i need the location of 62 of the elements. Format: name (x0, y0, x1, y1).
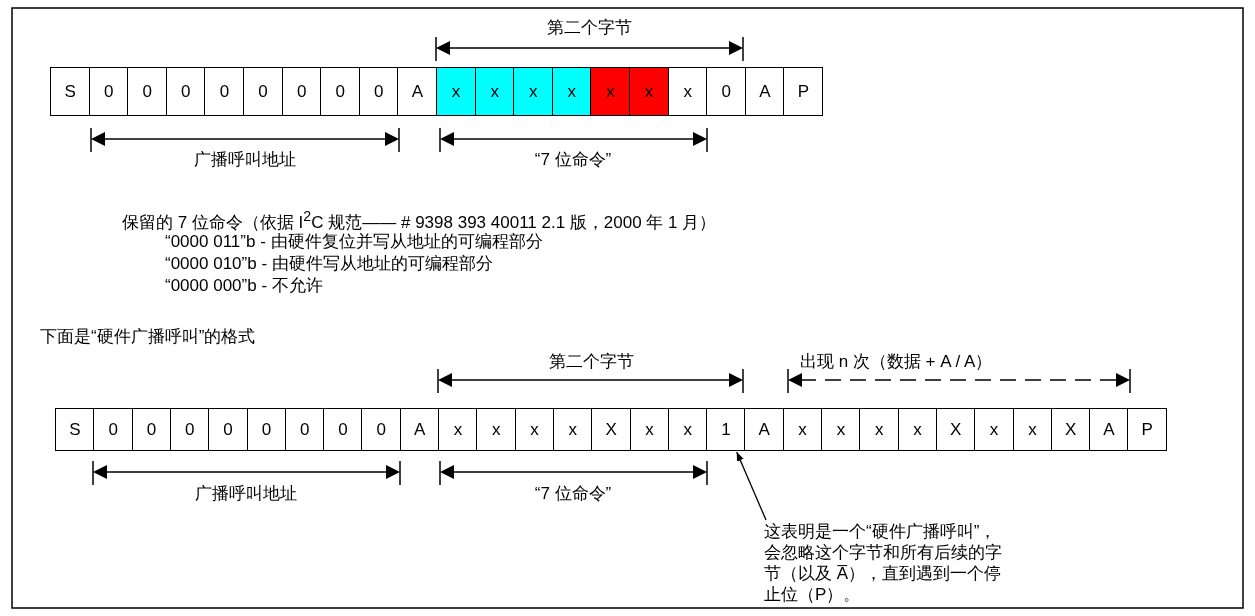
bit-cell: x (974, 408, 1014, 451)
bit-cell: S (55, 408, 95, 451)
bit-cell: A (744, 67, 785, 116)
bit-cell: 0 (243, 67, 284, 116)
bit-cell: x (859, 408, 900, 451)
bit-cell: 0 (127, 67, 168, 116)
bit-cell: x (514, 408, 555, 451)
bit-cell: 0 (204, 67, 245, 116)
bit-cell: S (50, 67, 91, 116)
bit-cell: P (783, 67, 824, 116)
bit-cell: x (629, 67, 670, 116)
bit-cell: 0 (323, 408, 363, 451)
note-text: “0000 011”b - 由硬件复位并写从地址的可编程部分 (165, 232, 543, 252)
bit-cell: 0 (320, 67, 361, 116)
bit-cell: 0 (131, 408, 172, 451)
bit-cell: x (438, 408, 478, 451)
bit-cell: x (590, 67, 631, 116)
bit-cell: x (667, 67, 708, 116)
bit-cell: A (1089, 408, 1129, 451)
bit-cell: 0 (246, 408, 287, 451)
note-text: “0000 010”b - 由硬件写从地址的可编程部分 (165, 254, 493, 274)
note-text: “0000 000”b - 不允许 (165, 276, 323, 296)
bit-cell: x (629, 408, 670, 451)
bit-cell: 0 (208, 408, 248, 451)
bit-cell: A (399, 408, 440, 451)
bit-cell: X (1050, 408, 1091, 451)
bit-cell: 1 (706, 408, 746, 451)
heading-text: 下面是“硬件广播呼叫”的格式 (40, 327, 256, 347)
bit-cell: x (552, 408, 593, 451)
leader-line (736, 451, 767, 521)
bit-cell: x (476, 408, 517, 451)
bit-cell: 0 (284, 408, 325, 451)
bit-cell: A (397, 67, 438, 116)
bit-cell: x (897, 408, 938, 451)
bit-cell: x (821, 408, 861, 451)
bit-cell: x (436, 67, 477, 116)
bit-cell: x (667, 408, 708, 451)
bit-cell: 0 (93, 408, 134, 451)
bit-cell: x (1012, 408, 1053, 451)
bit-cell: x (513, 67, 554, 116)
dimension-label: 广播呼叫地址 (195, 484, 297, 504)
bit-cell: 0 (361, 408, 402, 451)
bit-cell: 0 (706, 67, 747, 116)
dimension-label: 第二个字节 (546, 18, 632, 38)
dimension-label: “7 位命令” (534, 484, 612, 504)
bit-cell: x (551, 67, 592, 116)
bit-cell: A (744, 408, 785, 451)
dimension-label: “7 位命令” (534, 150, 612, 170)
bit-cell: 0 (281, 67, 322, 116)
bit-cell: x (782, 408, 823, 451)
bit-cell: X (591, 408, 631, 451)
dimension-label: 广播呼叫地址 (194, 150, 296, 170)
note-text: 这表明是一个“硬件广播呼叫”，会忽略这个字节和所有后续的字节（以及 A̅），直到遇到一个停止位（P）。 (764, 521, 1002, 605)
bit-cell: X (935, 408, 976, 451)
bit-cell: 0 (88, 67, 129, 116)
bit-cell: 0 (358, 67, 399, 116)
bit-cell: P (1127, 408, 1168, 451)
bit-cell: 0 (169, 408, 210, 451)
bit-cell: 0 (165, 67, 206, 116)
bit-cell: x (474, 67, 515, 116)
dimension-label: 第二个字节 (548, 352, 634, 372)
note-text: 保留的 7 位命令（依据 I$^{2}$C 规范—— # 9398 393 40011 2.1 版，2000 年 1 月） (122, 207, 717, 233)
